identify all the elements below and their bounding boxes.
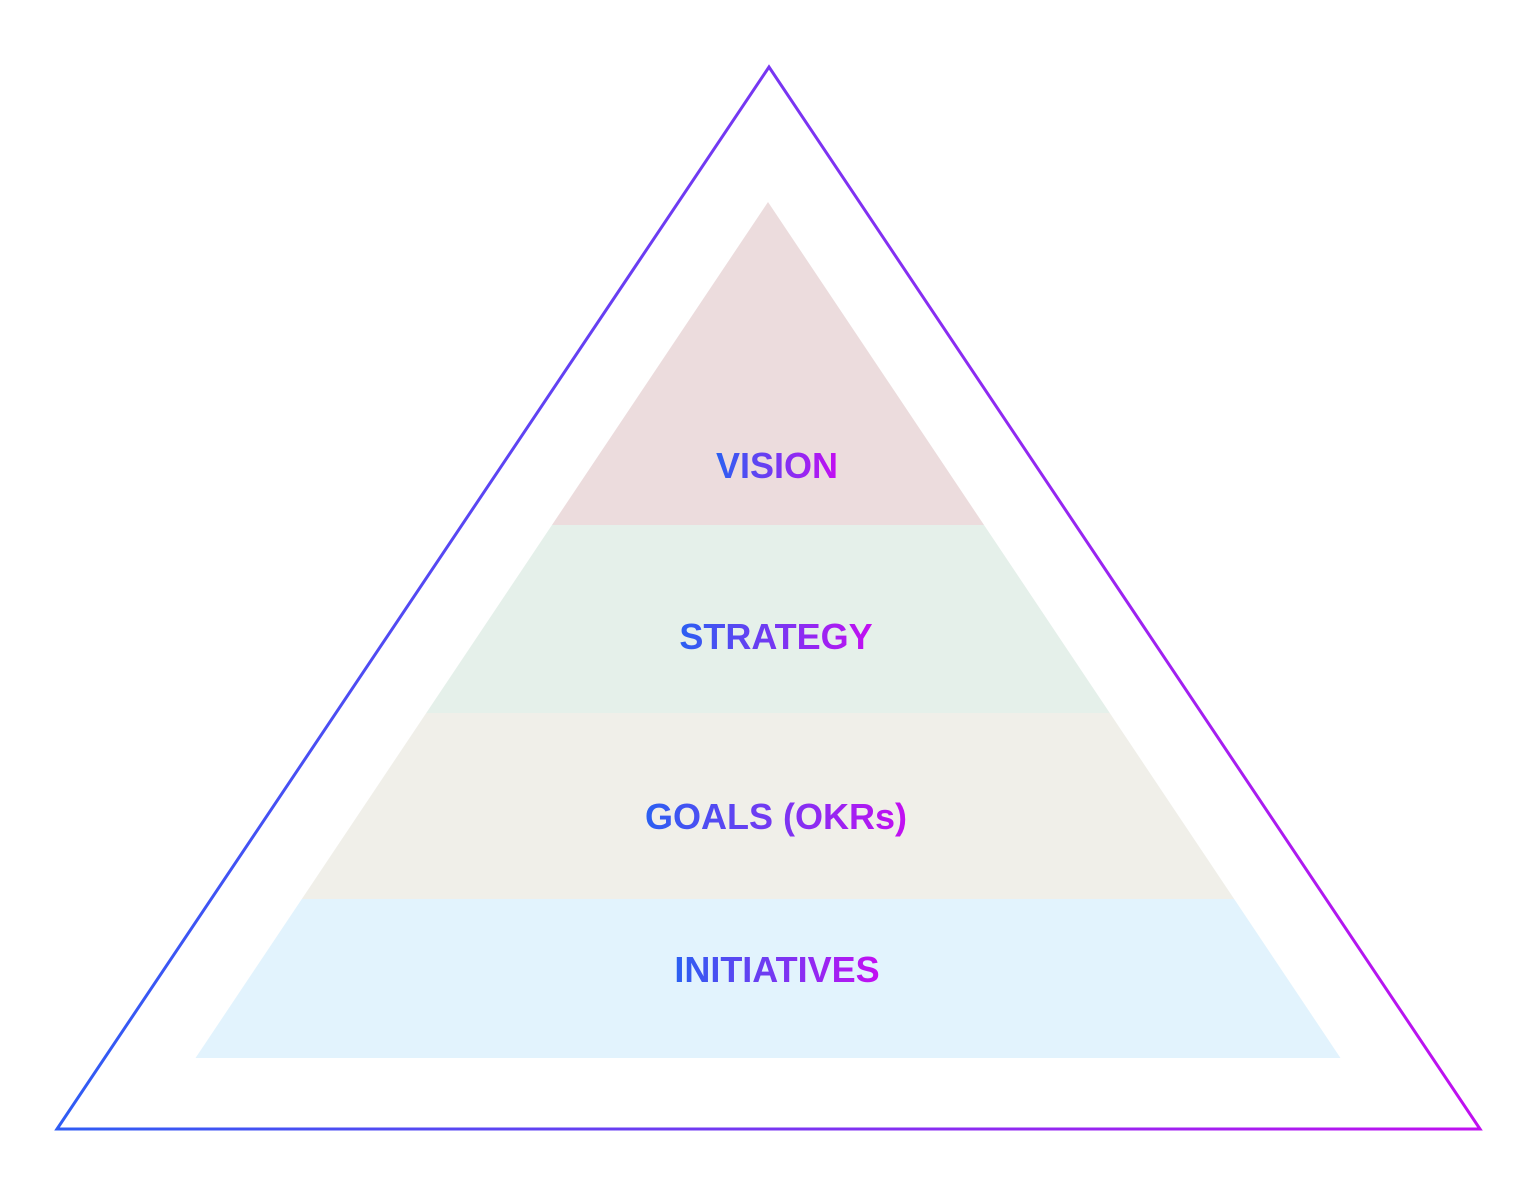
layer-vision xyxy=(551,202,985,525)
pyramid-layers xyxy=(195,202,1341,1058)
layer-label-initiatives: INITIATIVES xyxy=(674,949,879,990)
layer-label-vision: VISION xyxy=(716,445,838,486)
outer-triangle-outline xyxy=(54,64,1483,1131)
layer-label-strategy: STRATEGY xyxy=(679,616,872,657)
layer-initiatives xyxy=(195,899,1341,1058)
layer-goals-okrs xyxy=(301,713,1235,899)
layer-label-goals-okrs: GOALS (OKRs) xyxy=(645,796,907,837)
layer-labels: VISION STRATEGY GOALS (OKRs) INITIATIVES xyxy=(645,445,907,990)
layer-strategy xyxy=(426,525,1110,713)
